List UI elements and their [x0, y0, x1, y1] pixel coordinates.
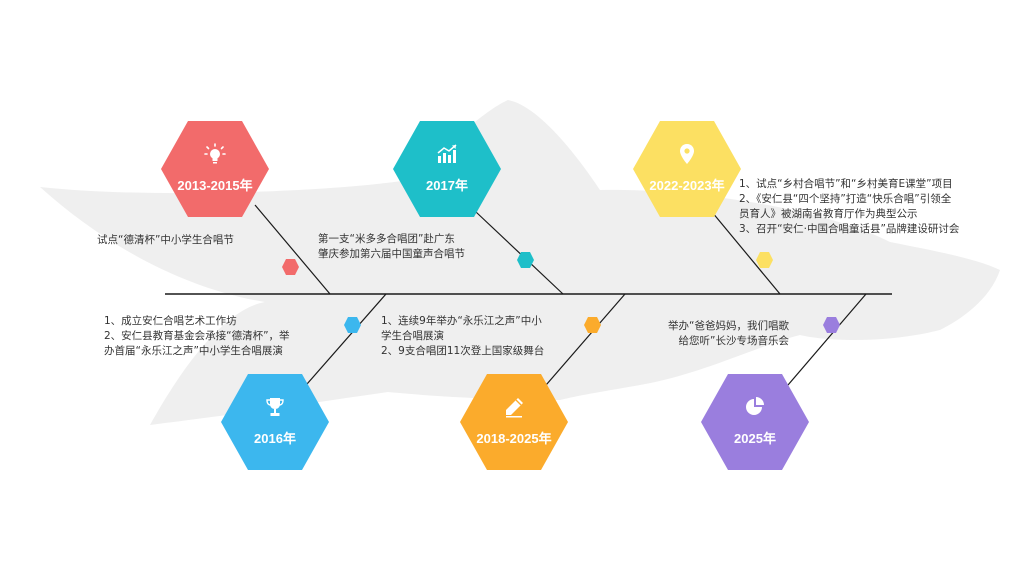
milestone-2025-description: 举办“爸爸妈妈，我们唱歌 给您听”长沙专场音乐会 [668, 319, 789, 349]
milestone-2022-hexagon: 2022-2023年 [633, 121, 741, 217]
milestone-2013-description: 试点“德清杯”中小学生合唱节 [97, 233, 234, 248]
description-line: 1、成立安仁合唱艺术工作坊 [104, 315, 237, 327]
bone-2025 [781, 293, 867, 393]
description-line: 肇庆参加第六届中国童声合唱节 [318, 248, 465, 260]
milestone-year-label: 2025年 [734, 431, 776, 446]
description-line: 给您听”长沙专场音乐会 [678, 335, 789, 347]
description-line: 3、召开“安仁·中国合唱童话县”品牌建设研讨会 [739, 223, 960, 235]
milestone-2017-hexagon: 2017年 [393, 121, 501, 217]
milestone-year-label: 2018-2025年 [476, 431, 552, 446]
description-line: 学生合唱展演 [381, 330, 444, 342]
marker-2022 [756, 252, 773, 268]
description-line: 2、安仁县教育基金会承接“德清杯”，举 [104, 330, 290, 342]
milestone-2022-description: 1、试点“乡村合唱节”和“乡村美育E课堂”项目 2、《安仁县“四个坚持”打造“快… [739, 177, 959, 237]
bone-2017 [475, 211, 564, 295]
marker-2025 [823, 317, 840, 333]
description-line: 办首届“永乐江之声”中小学生合唱展演 [104, 345, 283, 357]
description-line: 员育人》被湖南省教育厅作为典型公示 [739, 208, 918, 220]
bone-2022 [711, 211, 781, 295]
marker-2018 [584, 317, 601, 333]
description-line: 2、《安仁县“四个坚持”打造“快乐合唱”引领全 [739, 193, 952, 205]
milestone-year-label: 2017年 [426, 178, 468, 193]
milestone-year-label: 2013-2015年 [177, 178, 253, 193]
milestone-2025-hexagon: 2025年 [701, 374, 809, 470]
marker-2016 [344, 317, 361, 333]
lightbulb-icon [161, 143, 269, 165]
milestone-year-label: 2016年 [254, 431, 296, 446]
milestone-2018-description: 1、连续9年举办“永乐江之声”中小 学生合唱展演 2、9支合唱团11次登上国家级… [381, 314, 544, 359]
milestone-2018-hexagon: 2018-2025年 [460, 374, 568, 470]
milestone-2013-hexagon: 2013-2015年 [161, 121, 269, 217]
growth-chart-icon [393, 143, 501, 165]
description-line: 1、连续9年举办“永乐江之声”中小 [381, 315, 542, 327]
description-line: 举办“爸爸妈妈，我们唱歌 [668, 320, 789, 332]
pencil-icon [460, 396, 568, 418]
milestone-year-label: 2022-2023年 [649, 178, 725, 193]
location-pin-icon [633, 143, 741, 165]
bone-2018 [539, 293, 626, 393]
bone-2013 [254, 204, 331, 295]
marker-2017 [517, 252, 534, 268]
marker-2013 [282, 259, 299, 275]
milestone-2016-description: 1、成立安仁合唱艺术工作坊 2、安仁县教育基金会承接“德清杯”，举 办首届“永乐… [104, 314, 290, 359]
milestone-2016-hexagon: 2016年 [221, 374, 329, 470]
trophy-icon [221, 396, 329, 418]
description-line: 1、试点“乡村合唱节”和“乡村美育E课堂”项目 [739, 178, 953, 190]
description-line: 试点“德清杯”中小学生合唱节 [97, 234, 234, 246]
description-line: 2、9支合唱团11次登上国家级舞台 [381, 345, 545, 357]
milestone-2017-description: 第一支“米多多合唱团”赴广东 肇庆参加第六届中国童声合唱节 [318, 232, 465, 262]
bone-2016 [299, 293, 387, 393]
description-line: 第一支“米多多合唱团”赴广东 [318, 233, 455, 245]
pie-chart-icon [701, 396, 809, 418]
